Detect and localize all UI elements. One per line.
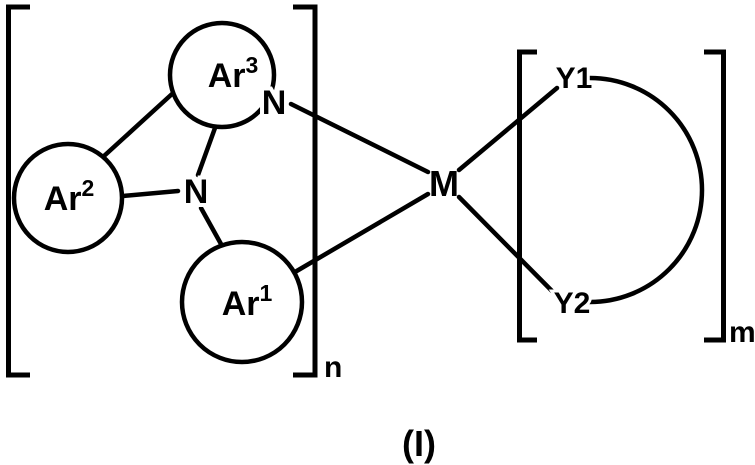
bond-ar3-n-lower — [195, 125, 218, 178]
bond-ar2-ar3 — [101, 91, 175, 159]
ligand-subscript-n: n — [324, 351, 342, 384]
bond-n-upper-metal — [288, 101, 431, 175]
ar3-label: Ar3 — [208, 52, 259, 95]
bond-n-lower-ar1 — [198, 205, 224, 247]
metal-center: M — [429, 85, 560, 294]
ar2-ring — [11, 141, 125, 255]
y2-label: Y2 — [554, 287, 591, 320]
bond-metal-y2 — [456, 194, 555, 294]
metal-label: M — [429, 163, 459, 204]
ligand-unit: Ar3 Ar2 Ar1 N N n — [6, 4, 431, 384]
bond-ar2-n-lower — [120, 188, 181, 199]
chelate-arc — [587, 75, 705, 305]
nitrogen-upper-label: N — [262, 84, 287, 122]
coligand-unit: Y1 Y2 m — [517, 49, 755, 349]
coligand-subscript-m: m — [729, 316, 755, 349]
nitrogen-lower-label: N — [184, 173, 209, 211]
ligand-bracket-left — [6, 4, 30, 378]
ligand-bracket-right — [293, 4, 318, 378]
bond-metal-y1 — [456, 85, 560, 173]
coligand-bracket-left — [517, 49, 537, 343]
ar3-ring — [167, 20, 277, 130]
coligand-bracket-right — [704, 49, 726, 343]
ar2-label: Ar2 — [44, 175, 95, 218]
ar1-label: Ar1 — [222, 280, 273, 323]
y1-label: Y1 — [556, 62, 593, 95]
formula-caption: (I) — [402, 423, 436, 464]
ar1-ring — [179, 239, 305, 365]
